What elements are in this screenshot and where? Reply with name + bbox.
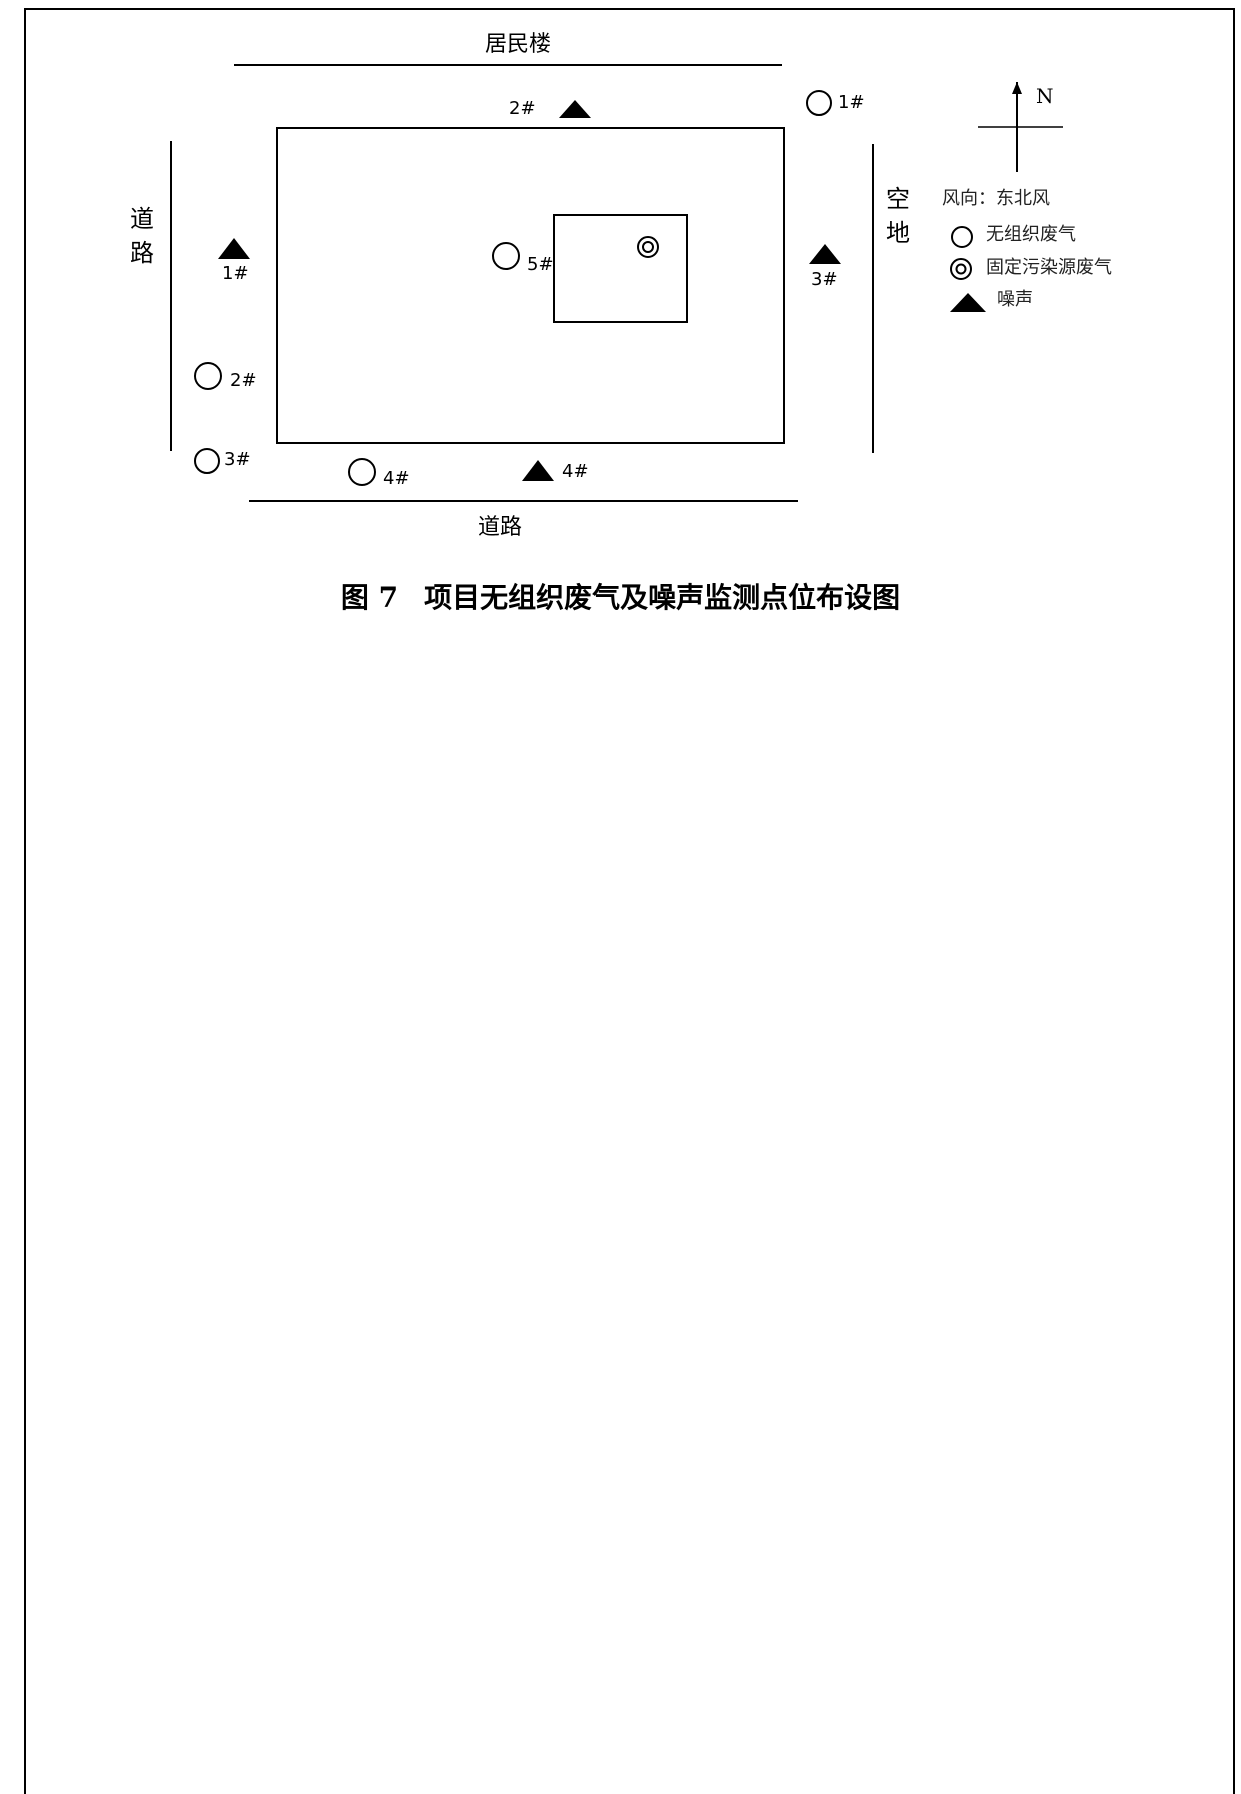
legend-fugitive-gas-label: 无组织废气 [986, 224, 1076, 245]
gas-point-4-label: 4# [383, 468, 410, 489]
bottom-road-label: 道路 [478, 515, 523, 540]
workshop-building [553, 214, 688, 323]
noise-point-3-label: 3# [811, 269, 838, 290]
open-circle-icon [951, 226, 973, 248]
filled-triangle-icon [559, 100, 591, 118]
open-circle-icon [194, 448, 220, 474]
noise-point-1-label: 1# [222, 263, 249, 284]
legend-stationary-source-label: 固定污染源废气 [986, 257, 1112, 278]
concentric-circle-icon [950, 258, 972, 280]
north-label: N [1036, 84, 1054, 108]
gas-point-1-label: 1# [838, 92, 865, 113]
figure-title: 项目无组织废气及噪声监测点位布设图 [424, 581, 901, 614]
left-road-label: 道 路 [130, 205, 154, 267]
filled-triangle-icon [950, 293, 986, 312]
figure-caption: 图 7 项目无组织废气及噪声监测点位布设图 [0, 584, 1241, 612]
legend-noise-label: 噪声 [997, 289, 1033, 310]
concentric-circle-icon [637, 236, 659, 258]
filled-triangle-icon [809, 244, 841, 264]
gas-point-2-label: 2# [230, 370, 257, 391]
residential-building-label: 居民楼 [485, 32, 552, 57]
page-frame [24, 8, 1235, 1794]
open-circle-icon [492, 242, 520, 270]
gas-point-5-label: 5# [527, 254, 554, 275]
north-arrow-icon [978, 82, 1063, 172]
filled-triangle-icon [522, 460, 554, 481]
open-circle-icon [194, 362, 222, 390]
noise-point-4-label: 4# [562, 461, 589, 482]
open-circle-icon [348, 458, 376, 486]
figure-number: 图 7 [340, 581, 399, 614]
open-circle-icon [806, 90, 832, 116]
wind-direction-label: 风向：东北风 [942, 188, 1050, 209]
gas-point-3-label: 3# [224, 449, 251, 470]
project-site-boundary [276, 127, 785, 444]
vacant-land-label: 空 地 [886, 185, 910, 247]
noise-point-2-label: 2# [509, 98, 536, 119]
filled-triangle-icon [218, 238, 250, 259]
